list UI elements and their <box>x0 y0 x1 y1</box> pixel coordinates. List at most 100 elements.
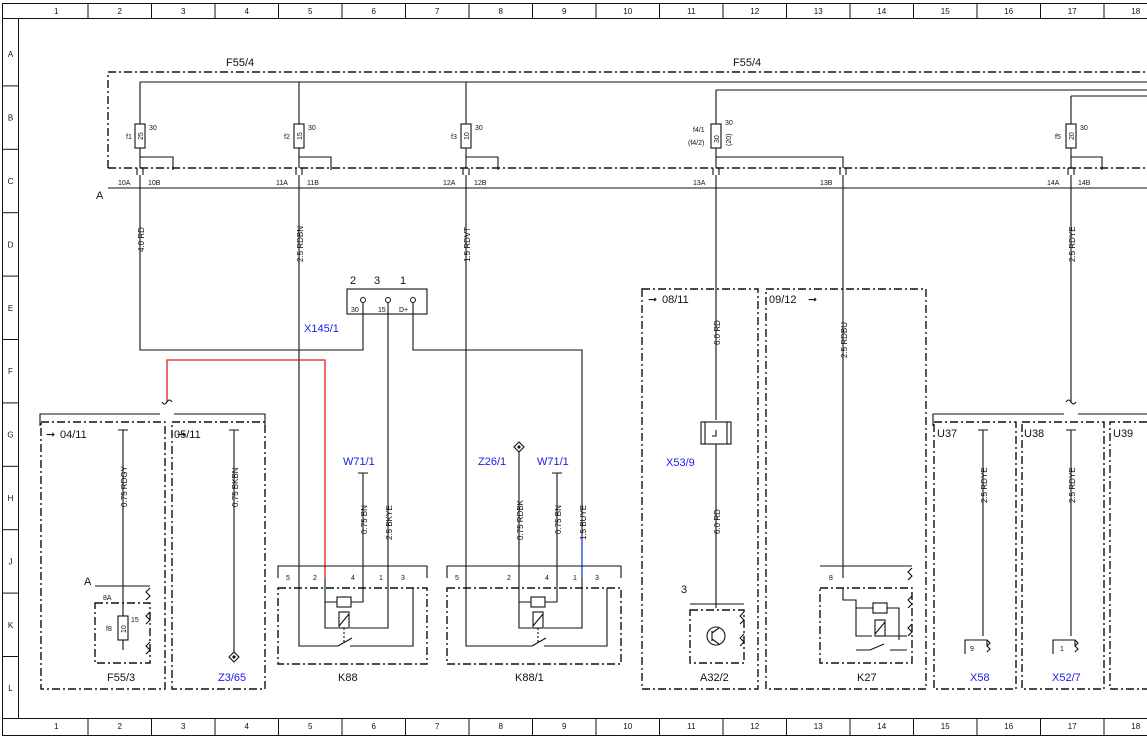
grid-column-number: 9 <box>562 722 567 731</box>
pin-label: 12A <box>443 180 456 187</box>
fuse-id: f3 <box>451 134 457 141</box>
connector-label: Z26/1 <box>478 456 506 468</box>
grid-column-number: 13 <box>814 722 823 731</box>
pin-number: 5 <box>286 575 290 582</box>
grid-row-letter: F <box>8 367 13 376</box>
pin-number: 5 <box>455 575 459 582</box>
wire-label: 6.0 RD <box>713 320 722 345</box>
component-label: Z3/65 <box>218 672 246 684</box>
wire-label: 2.5 RDBU <box>840 322 849 358</box>
pin-terminal: D+ <box>399 307 408 314</box>
fuse-rating: 10 <box>121 625 128 633</box>
grid-column-number: 17 <box>1068 7 1077 16</box>
left-group-bracket <box>39 413 266 426</box>
group-u38: U38 2.5 RDYE 1 X52/7 <box>1021 421 1105 690</box>
grid-row-letter: J <box>9 557 13 566</box>
grid-column-number: 1 <box>54 722 59 731</box>
pin-number: 3 <box>681 584 687 596</box>
grid-column-number: 12 <box>750 7 759 16</box>
reference-label: 04/11 <box>60 429 87 441</box>
grid-column-number: 2 <box>118 7 123 16</box>
group-09-12: 09/12 ➞ 2.5 RDBU 8 K27 <box>765 288 927 690</box>
pin-number: 9 <box>970 646 974 653</box>
grid-row-letter: E <box>8 304 13 313</box>
fuse-terminal: 30 <box>149 125 157 132</box>
group-u37: U37 2.5 RDYE 9 X58 <box>933 421 1017 690</box>
grid-column-number: 14 <box>877 7 886 16</box>
group-04-11: ➞ 04/11 0.75 RDGY A 8A f8 10 15 F55/3 <box>40 421 166 690</box>
grid-column-number: 18 <box>1131 722 1140 731</box>
pin-number: 3 <box>595 575 599 582</box>
grid-column-number: 4 <box>245 7 250 16</box>
group-08-11: ➞ 08/11 6.0 RD X53/9 6.0 RD 3 A32/2 <box>641 288 759 690</box>
wire-label: 1.5 BUYE <box>579 505 588 540</box>
component-label: K88/1 <box>515 672 544 684</box>
grid-column-number: 17 <box>1068 722 1077 731</box>
fuse-rating: 20 <box>1069 132 1076 140</box>
fuse-box-label: F55/4 <box>226 57 254 69</box>
fuse-id: f8 <box>106 626 112 633</box>
wire-label: 0.75 RDBK <box>516 499 525 540</box>
grid-column-number: 11 <box>687 7 696 16</box>
fuse-rating: 15 <box>297 132 304 140</box>
group-label: U37 <box>937 428 957 440</box>
fuse-f3: f3 10 30 12A 12B <box>443 82 499 187</box>
fuse-f5: f5 20 30 14A 14B <box>1047 96 1103 187</box>
group-label: U38 <box>1024 428 1044 440</box>
component-label: F55/3 <box>107 672 135 684</box>
fuse-id: f5 <box>1055 134 1061 141</box>
fuse-id: f4/1 <box>693 127 705 134</box>
pin-terminal: 30 <box>351 307 359 314</box>
component-label: K27 <box>857 672 877 684</box>
wire-label: 6.0 RD <box>713 509 722 534</box>
wires-main: 4.0 RD 2.5 RDBN 1.5 RDVT 2.5 RDYE <box>137 175 1077 578</box>
pin-number: 2 <box>507 575 511 582</box>
ref-arrow: ➞ <box>46 429 55 441</box>
grid-column-number: 6 <box>372 7 377 16</box>
grid-row-letter: K <box>8 621 14 630</box>
pin-number: 2 <box>350 275 356 287</box>
pin-number: 3 <box>401 575 405 582</box>
grid-column-number: 15 <box>941 7 950 16</box>
component-label: X58 <box>970 672 990 684</box>
grid-column-number: 8 <box>499 722 504 731</box>
grid-column-number: 8 <box>499 7 504 16</box>
pin-label: 14B <box>1078 180 1091 187</box>
grid-row-letter: D <box>8 240 14 249</box>
wire-label: 2.5 RDYE <box>980 467 989 503</box>
grid-column-number: 12 <box>750 722 759 731</box>
pin-label: 11B <box>307 180 319 187</box>
reference-label: 05/11 <box>174 429 201 441</box>
wire-label: 1.5 RDVT <box>463 227 472 262</box>
pin-label: 14A <box>1047 180 1060 187</box>
grid-column-number: 5 <box>308 7 313 16</box>
highlighted-wire <box>166 359 326 578</box>
component-label: A32/2 <box>700 672 729 684</box>
fuse-rating: 10 <box>464 132 471 140</box>
connector-label: W71/1 <box>537 456 569 468</box>
pin-label: 13A <box>693 180 706 187</box>
right-group-bracket <box>932 413 1147 426</box>
wire-label: 0.75 BN <box>554 505 563 534</box>
grid-column-number: 10 <box>623 722 632 731</box>
pin-label: 11A <box>276 180 288 187</box>
pin-label: 10B <box>148 180 161 187</box>
grid-row-letter: C <box>8 177 14 186</box>
fuse-rating-alt: (20) <box>726 134 733 146</box>
ref-arrow: ➞ <box>648 294 657 306</box>
fuse-rating: 25 <box>138 132 145 140</box>
fuse-rating: 30 <box>714 135 721 143</box>
grid-column-number: 9 <box>562 7 567 16</box>
connector-letter: A <box>84 576 92 588</box>
grid-column-number: 14 <box>877 722 886 731</box>
grid-column-number: 15 <box>941 722 950 731</box>
wire-label: 0.75 RDGY <box>120 465 129 507</box>
pin-number: 3 <box>374 275 380 287</box>
fuse-f2: f2 15 30 11A 11B <box>276 82 332 187</box>
fuse-id: f2 <box>284 134 290 141</box>
pin-number: 4 <box>545 575 549 582</box>
grid-column-number: 16 <box>1004 722 1013 731</box>
fuse-terminal: 30 <box>475 125 483 132</box>
fuse-terminal: 30 <box>308 125 316 132</box>
